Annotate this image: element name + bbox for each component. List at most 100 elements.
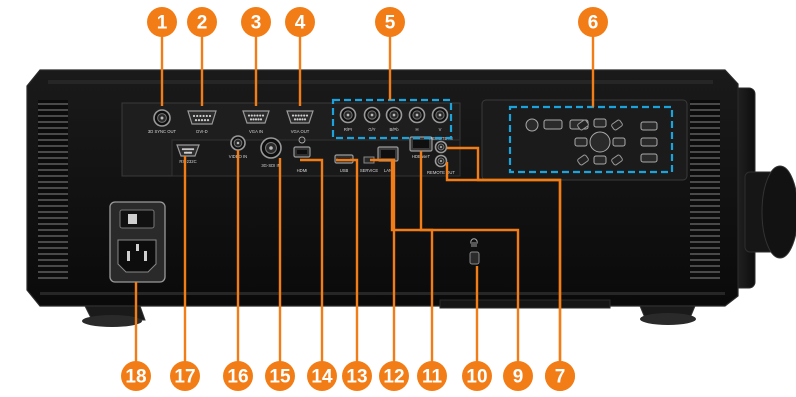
callout-badge-circle [462,361,492,391]
callout-badge-16: 16 [223,361,253,391]
rgbhv-sublabel-v: V [439,127,442,132]
callout-number-16: 16 [227,367,248,388]
keypad-buttons [525,118,658,166]
callout-number-7: 7 [555,367,566,388]
port-3g-sdi-in [260,137,282,159]
port-rgbhv-g-y [363,106,381,124]
port-label-rs-232c: RS-232C [179,159,196,164]
port-label-usb: USB [340,168,349,173]
port-hdmi [293,146,311,158]
callout-number-2: 2 [197,13,208,34]
port-label-service: SERVICE [360,168,379,173]
callout-badge-17: 17 [170,361,200,391]
callout-badge-circle [223,361,253,391]
callout-badge-circle [187,7,217,37]
port-rgbhv-h [408,106,426,124]
callout-badges: 123456181716151413121110987 [121,7,608,391]
callout-badge-circle [265,361,295,391]
port-hdbaset [409,136,433,152]
port-rgbhv-b-pb [385,106,403,124]
callout-number-15: 15 [269,367,291,388]
callout-badge-9: 9 [503,361,533,391]
callout-badge-circle [241,7,271,37]
port-dvi-d [187,110,217,125]
callout-badge-15: 15 [265,361,295,391]
port-label-lan: LAN [384,168,392,173]
highlight-boxes [331,98,674,174]
leader-lines [134,36,595,376]
port-video-in [230,135,246,151]
port-label-hdmi: HDMI [297,168,308,173]
callout-badge-circle [375,7,405,37]
callout-badge-10: 10 [462,361,492,391]
port-vga-in [242,110,270,124]
callout-badge-circle [147,7,177,37]
callout-number-5: 5 [385,13,396,34]
ports-layer [109,106,658,283]
callout-badge-11: 11 [417,361,447,391]
kensington-lock-slot [469,238,480,265]
port-ac-in [109,201,166,283]
callout-badge-5: 5 [375,7,405,37]
callout-badge-circle [170,361,200,391]
leader-line-13 [336,158,359,376]
callout-badge-circle [307,361,337,391]
callout-badge-circle [578,7,608,37]
callout-number-18: 18 [125,367,146,388]
callout-badge-circle [121,361,151,391]
callout-number-12: 12 [383,367,404,388]
port-remote-in [434,140,448,154]
callout-badge-7: 7 [545,361,575,391]
projector-feet [82,299,696,327]
leader-line-8 [445,162,562,376]
callout-number-3: 3 [251,13,262,34]
rgbhv-sublabel-b-pb: B/Pb [389,127,399,132]
port-label-dvi-d: DVI-D [196,129,207,134]
port-label-3d-sync-out: 3D SYNC OUT [148,129,177,134]
port-label-vga-out: VGA OUT [291,129,310,134]
callout-badge-4: 4 [285,7,315,37]
callout-number-9: 9 [513,367,524,388]
callout-badge-circle [417,361,447,391]
callout-badge-circle [545,361,575,391]
port-vga-out [286,110,314,124]
port-label-remote-out: REMOTE OUT [427,170,455,175]
callout-number-11: 11 [422,367,443,388]
callout-badge-14: 14 [307,361,337,391]
callout-badge-circle [285,7,315,37]
port-label-3g-sdi-in: 3G-SDI IN [261,163,280,168]
callout-badge-6: 6 [578,7,608,37]
left-vent-grille [38,100,68,280]
callout-number-10: 10 [466,367,487,388]
highlight-box-keypad [508,105,674,174]
rgbhv-sublabel-g-y: G/Y [368,127,375,132]
callout-number-4: 4 [295,13,306,34]
callout-badge-3: 3 [241,7,271,37]
port-rgbhv-v [431,106,449,124]
callout-number-17: 17 [174,367,195,388]
port-rs-232c [176,144,200,157]
port-3d-sync-out [153,109,171,127]
port-rgbhv-r-pr [339,106,357,124]
highlight-box-rgbhv [331,98,453,140]
callout-badge-13: 13 [342,361,372,391]
leader-line-14 [300,158,324,376]
leader-line-11 [390,161,434,376]
leader-line-9 [419,151,520,376]
callout-badge-circle [503,361,533,391]
hdmi-lock-screw [298,136,306,144]
callout-number-13: 13 [346,367,367,388]
callout-badge-1: 1 [147,7,177,37]
callout-badge-18: 18 [121,361,151,391]
callout-badge-circle [342,361,372,391]
callout-badge-12: 12 [379,361,409,391]
port-label-vga-in: VGA IN [249,129,263,134]
callout-number-14: 14 [311,367,333,388]
callout-number-1: 1 [157,13,168,34]
callout-badge-2: 2 [187,7,217,37]
callout-number-6: 6 [588,13,599,34]
port-remote-out [434,154,448,168]
